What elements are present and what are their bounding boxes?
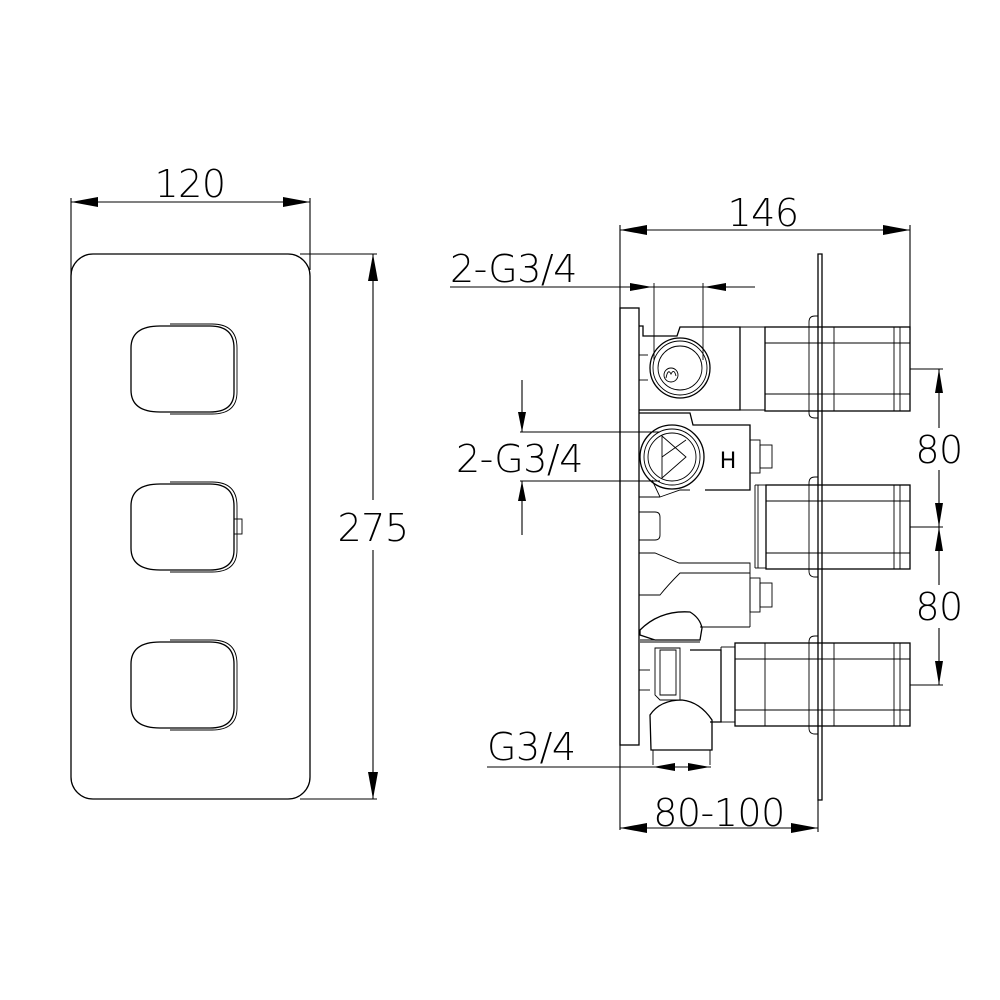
front-height-dimension: 275 [300,253,409,800]
front-view: 120 275 [70,162,409,800]
valve-body-middle: H [639,412,773,498]
wall-flange [817,253,823,801]
wall-depth-label: 80-100 [653,791,785,835]
cartridge-bottom [720,635,911,735]
handle-middle [130,481,243,573]
faceplate [70,253,311,800]
handle-bottom [130,639,238,731]
valve-body-lower [639,511,773,628]
middle-inlet-dimension: 2-G3/4 [456,380,660,535]
back-plate [619,307,640,746]
hot-marker: H [720,449,737,474]
side-depth-label: 146 [727,191,798,235]
spacing-lower-label: 80 [915,585,962,629]
top-inlet-label: 2-G3/4 [450,247,577,291]
spacing-dimension: 80 80 [910,368,963,686]
front-width-dimension: 120 [70,162,311,320]
outlet-elbow [639,611,722,765]
bottom-outlet-dimension: G3/4 [487,725,711,771]
front-width-label: 120 [154,162,225,206]
side-view: 146 2-G3/4 [450,191,963,835]
top-inlet-dimension: 2-G3/4 [450,247,755,360]
cartridge-top [764,315,911,419]
cartridge-middle [754,476,911,578]
bottom-outlet-label: G3/4 [487,725,576,769]
front-height-label: 275 [337,506,408,550]
side-depth-dimension: 146 [619,191,911,830]
valve-body-top [639,325,765,411]
indicator-tab [233,518,243,535]
spacing-upper-label: 80 [915,428,962,472]
middle-inlet-label: 2-G3/4 [456,437,583,481]
wall-depth-dimension: 80-100 [620,791,819,835]
handle-top [130,323,238,415]
